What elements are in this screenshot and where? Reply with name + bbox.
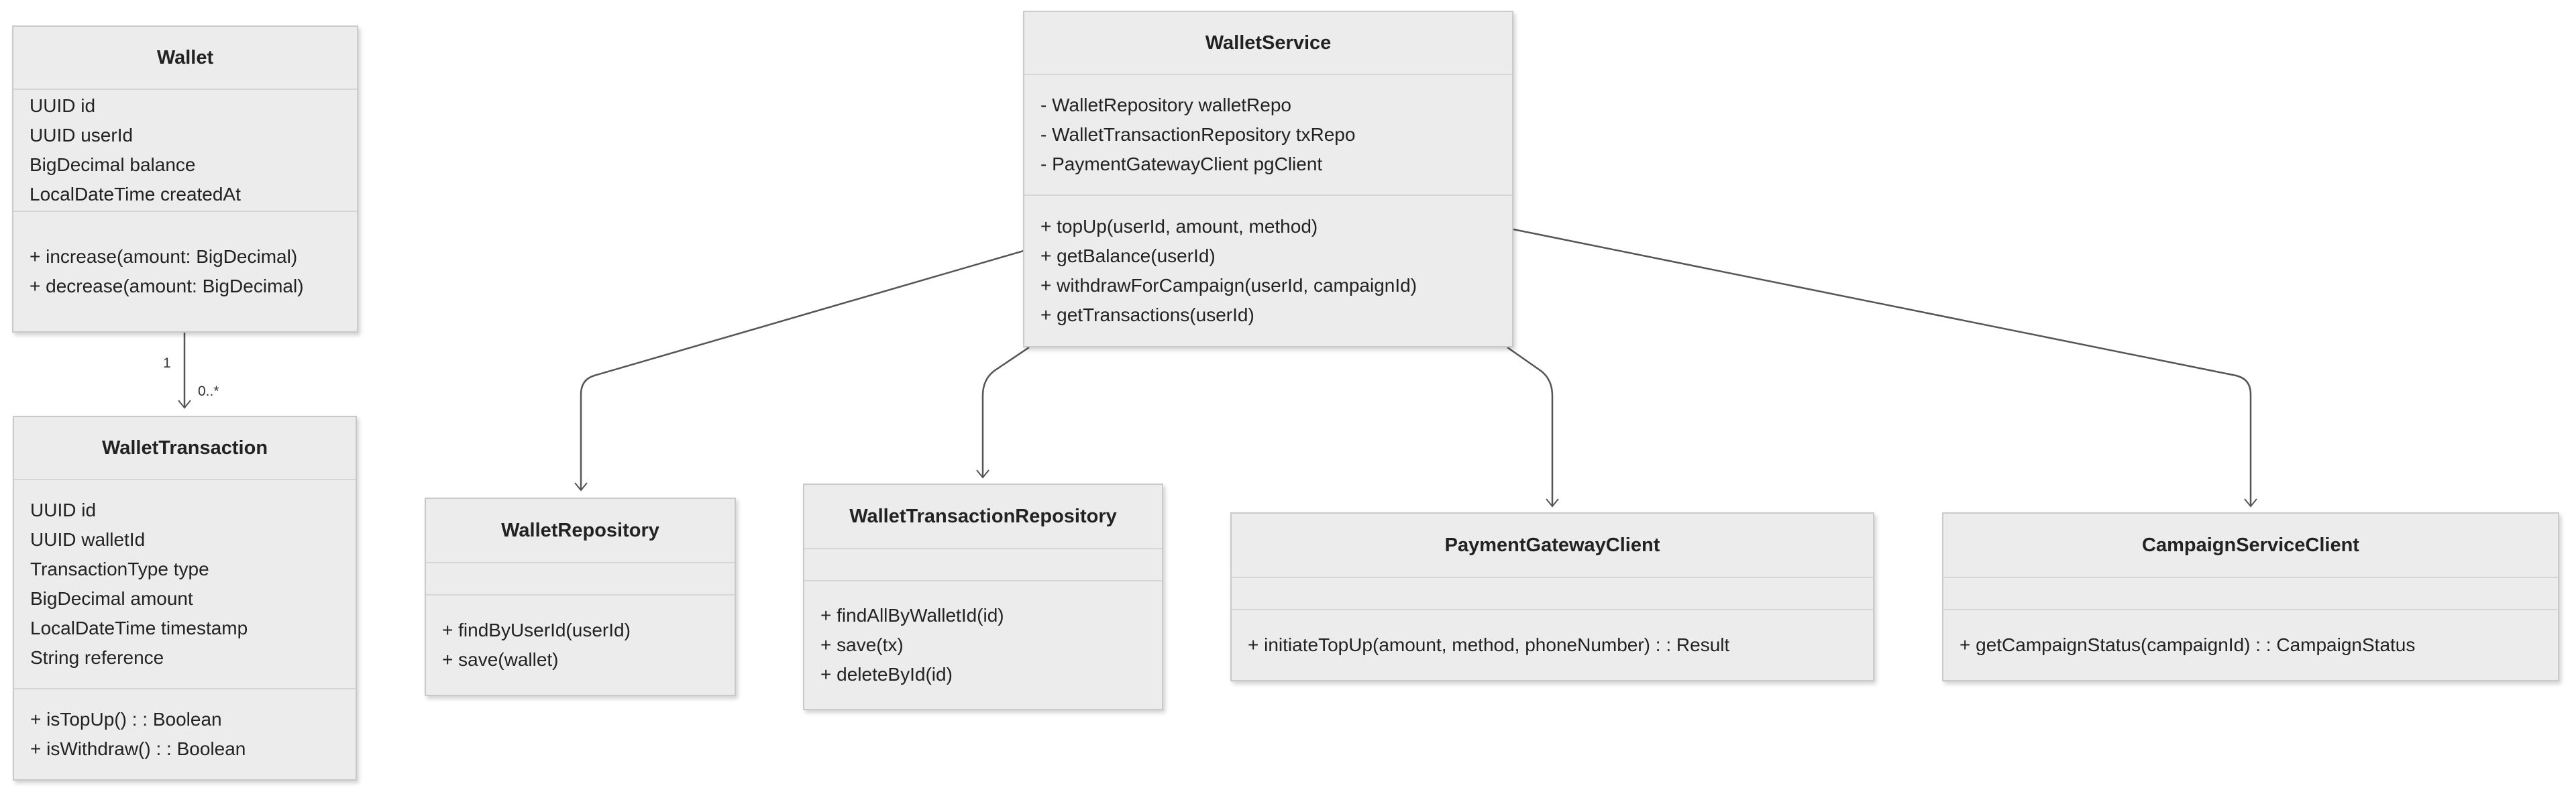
attribute: - WalletRepository walletRepo [1040, 95, 1291, 115]
class-name: WalletService [1205, 32, 1332, 54]
multiplicity-target: 0..* [198, 384, 219, 399]
methods-section: + increase(amount: BigDecimal) + decreas… [13, 211, 357, 331]
class-wallettransactionrepository[interactable]: WalletTransactionRepository + findAllByW… [803, 484, 1163, 710]
method: + getBalance(userId) [1040, 245, 1216, 266]
method: + save(tx) [820, 634, 904, 655]
class-campaignserviceclient[interactable]: CampaignServiceClient + getCampaignStatu… [1942, 512, 2559, 681]
class-name: Wallet [156, 46, 214, 68]
attributes-section [1943, 577, 2558, 609]
class-name: WalletTransactionRepository [849, 505, 1117, 527]
class-walletrepository[interactable]: WalletRepository + findByUserId(userId) … [425, 498, 736, 696]
methods-section: + findByUserId(userId) + save(wallet) [426, 594, 735, 695]
class-name: WalletRepository [501, 519, 659, 541]
methods-section: + topUp(userId, amount, method) + getBal… [1024, 194, 1512, 346]
attributes-section: - WalletRepository walletRepo - WalletTr… [1024, 74, 1512, 194]
class-wallet[interactable]: Wallet UUID id UUID userId BigDecimal ba… [12, 25, 358, 333]
class-paymentgatewayclient[interactable]: PaymentGatewayClient + initiateTopUp(amo… [1230, 512, 1874, 681]
method: + decrease(amount: BigDecimal) [30, 276, 304, 296]
attributes-section: UUID id UUID userId BigDecimal balance L… [13, 89, 357, 211]
edge-walletservice-to-campaignserviceclient [1513, 228, 2257, 508]
edge-walletservice-to-wallettransactionrepository [976, 346, 1030, 479]
methods-section: + isTopUp() : : Boolean + isWithdraw() :… [14, 688, 356, 779]
attribute: TransactionType type [30, 559, 209, 579]
method: + increase(amount: BigDecimal) [30, 246, 298, 267]
method: + getTransactions(userId) [1040, 304, 1254, 325]
class-name: PaymentGatewayClient [1444, 534, 1660, 556]
method: + getCampaignStatus(campaignId) : : Camp… [1960, 634, 2416, 655]
class-wallettransaction[interactable]: WalletTransaction UUID id UUID walletId … [13, 416, 357, 781]
method: + isWithdraw() : : Boolean [30, 738, 246, 759]
method: + save(wallet) [442, 649, 559, 670]
attribute: BigDecimal amount [30, 588, 193, 609]
method: + withdrawForCampaign(userId, campaignId… [1040, 275, 1417, 296]
attribute: String reference [30, 647, 164, 668]
method: + isTopUp() : : Boolean [30, 709, 222, 730]
methods-section: + initiateTopUp(amount, method, phoneNum… [1232, 609, 1873, 680]
method: + initiateTopUp(amount, method, phoneNum… [1248, 634, 1730, 655]
class-name: WalletTransaction [101, 437, 268, 459]
attribute: UUID walletId [30, 529, 146, 550]
attribute: LocalDateTime createdAt [30, 184, 241, 205]
class-name: CampaignServiceClient [2142, 534, 2359, 556]
attributes-section [1232, 577, 1873, 609]
attribute: UUID userId [30, 125, 133, 146]
methods-section: + getCampaignStatus(campaignId) : : Camp… [1943, 609, 2558, 680]
method: + findAllByWalletId(id) [820, 605, 1004, 626]
attributes-section [426, 562, 735, 594]
attributes-section [804, 548, 1162, 580]
edge-walletservice-to-walletrepository [574, 249, 1024, 492]
methods-section: + findAllByWalletId(id) + save(tx) + del… [804, 580, 1162, 709]
class-walletservice[interactable]: WalletService - WalletRepository walletR… [1023, 11, 1513, 347]
method: + topUp(userId, amount, method) [1040, 216, 1318, 237]
attribute: - PaymentGatewayClient pgClient [1040, 154, 1323, 174]
attribute: - WalletTransactionRepository txRepo [1040, 124, 1356, 145]
attribute: LocalDateTime timestamp [30, 618, 248, 638]
edge-walletservice-to-paymentgatewayclient [1507, 346, 1559, 508]
attribute: BigDecimal balance [30, 154, 196, 175]
attributes-section: UUID id UUID walletId TransactionType ty… [14, 479, 356, 688]
multiplicity-source: 1 [163, 355, 171, 371]
method: + deleteById(id) [820, 664, 953, 685]
attribute: UUID id [30, 500, 97, 520]
attribute: UUID id [30, 95, 96, 116]
method: + findByUserId(userId) [442, 620, 631, 640]
